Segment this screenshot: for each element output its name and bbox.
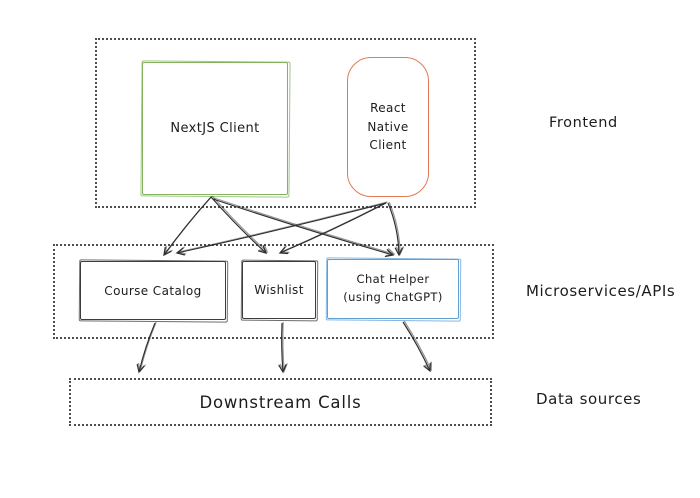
node-wishlist: Wishlist: [242, 261, 316, 319]
node-chat-helper: Chat Helper (using ChatGPT): [327, 259, 459, 319]
node-downstream-calls: Downstream Calls: [69, 378, 492, 426]
node-react-native-client: React Native Client: [347, 57, 429, 197]
node-react-native-client-label: React Native Client: [367, 101, 409, 153]
node-nextjs-client: NextJS Client: [142, 62, 288, 195]
node-nextjs-client-label: NextJS Client: [170, 120, 260, 136]
node-downstream-calls-label: Downstream Calls: [199, 392, 362, 412]
node-chat-helper-label: Chat Helper: [356, 272, 430, 287]
layer-label-data-sources: Data sources: [536, 390, 642, 408]
node-wishlist-label: Wishlist: [254, 283, 304, 297]
layer-label-microservices: Microservices/APIs: [526, 282, 676, 300]
layer-label-frontend: Frontend: [549, 115, 618, 131]
node-course-catalog-label: Course Catalog: [104, 283, 202, 298]
node-chat-helper-sublabel: (using ChatGPT): [343, 290, 443, 304]
node-course-catalog: Course Catalog: [80, 261, 226, 320]
